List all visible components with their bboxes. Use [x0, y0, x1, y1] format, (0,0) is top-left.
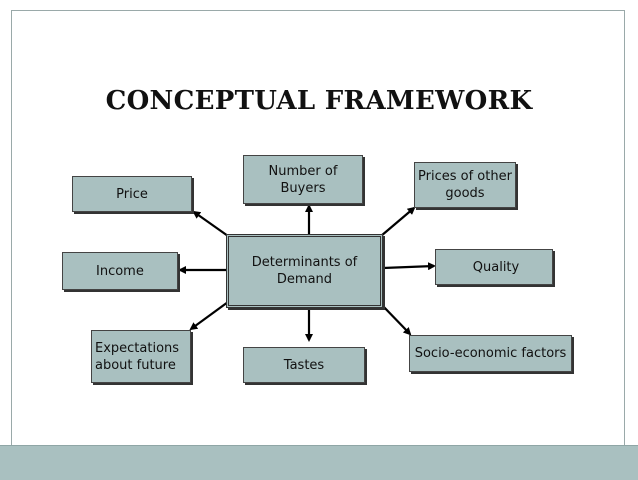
node-income: Income: [62, 252, 178, 290]
node-quality-label: Quality: [472, 259, 520, 275]
arrow-to-price: [192, 210, 229, 237]
node-expectations: Expectations about future: [91, 330, 191, 383]
arrow-to-socio-economic: [380, 303, 412, 336]
slide-footer-bar: [0, 445, 638, 480]
node-tastes-label: Tastes: [283, 357, 325, 373]
node-quality: Quality: [435, 249, 553, 285]
slide-title: CONCEPTUAL FRAMEWORK: [105, 86, 533, 116]
node-prices-of-other-goods-label: Prices of other goods: [418, 169, 512, 201]
center-node-determinants-of-demand: Determinants of Demand: [226, 234, 383, 308]
node-tastes: Tastes: [243, 347, 365, 383]
arrow-to-quality: [382, 262, 436, 271]
node-price-label: Price: [116, 186, 148, 202]
node-income-label: Income: [96, 263, 144, 279]
node-expectations-label: Expectations about future: [95, 340, 180, 373]
node-number-of-buyers: Number of Buyers: [243, 155, 363, 204]
arrow-to-prices-of-other-goods: [380, 206, 416, 237]
arrow-to-expectations: [189, 301, 229, 331]
node-socio-economic-factors: Socio-economic factors: [409, 335, 572, 372]
node-price: Price: [72, 176, 192, 212]
node-number-of-buyers-label: Number of Buyers: [268, 163, 338, 196]
center-node-label: Determinants of Demand: [251, 255, 358, 287]
node-socio-economic-label: Socio-economic factors: [414, 346, 567, 361]
node-prices-of-other-goods: Prices of other goods: [414, 162, 516, 208]
